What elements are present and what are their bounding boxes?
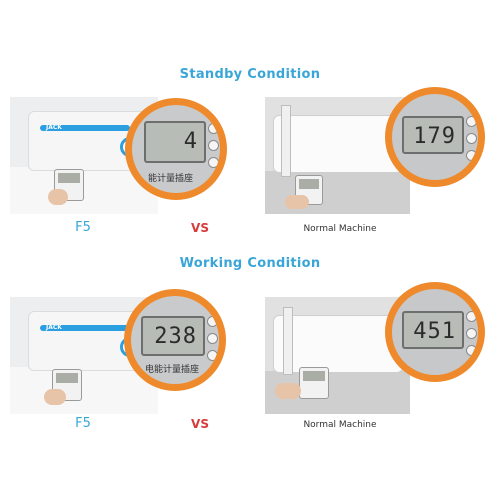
f5-working-meter-zoom: 238 电能计量插座	[124, 289, 226, 391]
sewing-machine	[273, 315, 403, 373]
hand-icon	[48, 189, 68, 205]
normal-working-reading: 451	[413, 319, 456, 344]
hand-icon	[285, 195, 309, 209]
normal-caption: Normal Machine	[303, 420, 377, 430]
sewing-machine	[273, 115, 403, 173]
f5-caption: F5	[75, 416, 91, 431]
normal-standby-reading: 179	[413, 124, 456, 149]
meter-label: 能计量插座	[148, 174, 194, 184]
jack-logo: JACK	[46, 124, 62, 131]
f5-working-reading: 238	[154, 324, 197, 349]
working-title: Working Condition	[179, 256, 321, 271]
jack-logo: JACK	[46, 324, 62, 331]
hand-icon	[44, 389, 66, 405]
normal-caption: Normal Machine	[303, 224, 377, 234]
vs-label: VS	[191, 221, 209, 235]
vs-label: VS	[191, 417, 209, 431]
hand-icon	[275, 383, 301, 399]
f5-caption: F5	[75, 220, 91, 235]
meter-label: 电能计量插座	[145, 365, 200, 375]
normal-standby-photo	[265, 97, 410, 214]
standby-title: Standby Condition	[179, 67, 321, 82]
normal-working-photo	[265, 297, 410, 414]
f5-standby-reading: 4	[183, 129, 198, 154]
power-meter-device	[299, 367, 329, 399]
normal-working-meter-zoom: 451	[385, 282, 485, 382]
normal-standby-meter-zoom: 179	[385, 87, 485, 187]
f5-standby-meter-zoom: 4 能计量插座	[125, 98, 227, 200]
